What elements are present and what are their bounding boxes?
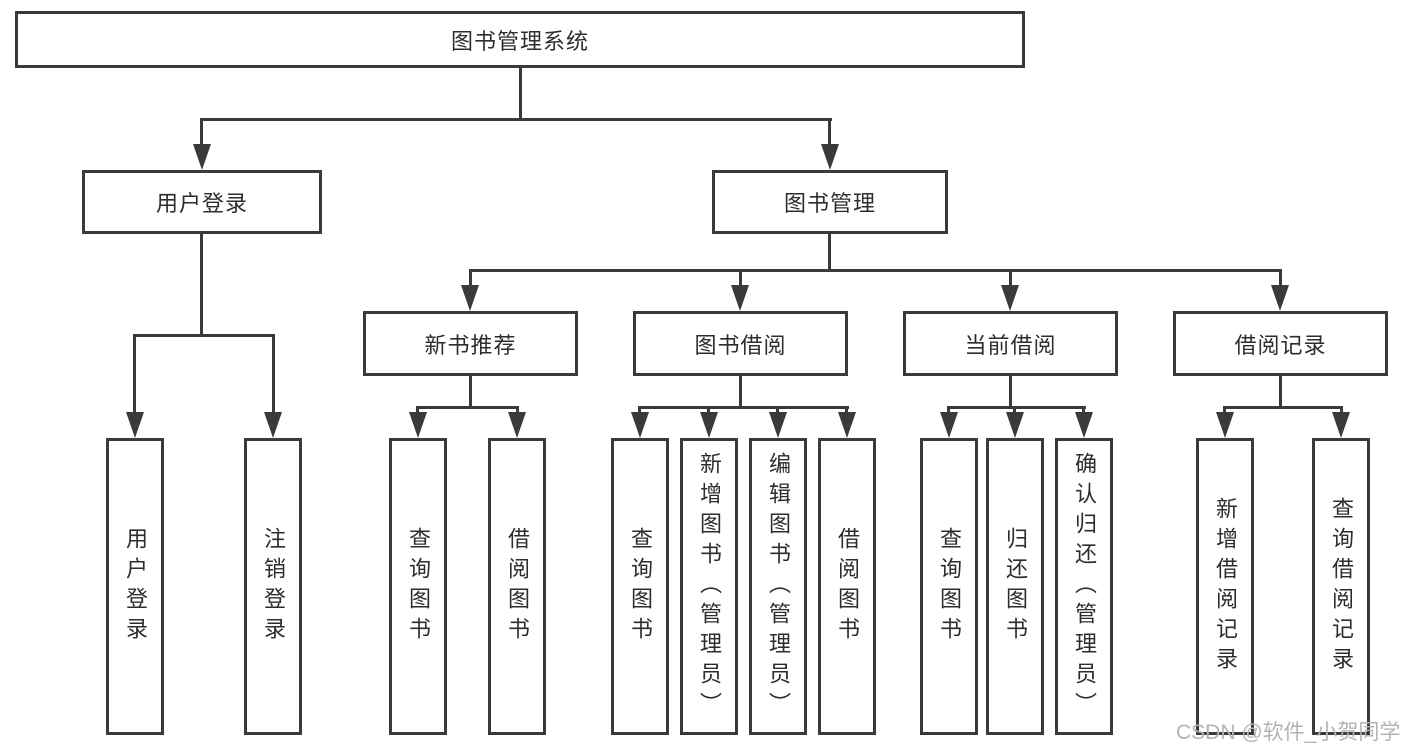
node-library-management-system: 图书管理系统 bbox=[15, 11, 1025, 68]
connector-user-login-stem bbox=[200, 234, 203, 336]
leaf-borrow-books: 借阅图书 bbox=[818, 438, 876, 735]
leaf-query-books-recommend: 查询图书 bbox=[389, 438, 447, 735]
connector-to-borrow-records bbox=[1279, 269, 1282, 289]
csdn-watermark: CSDN @软件_小贺同学 bbox=[1176, 721, 1401, 744]
leaf-logout: 注销登录 bbox=[244, 438, 302, 735]
leaf-add-books-admin: 新增图书（管理员） bbox=[680, 438, 738, 735]
arrowhead-current-borrow bbox=[1001, 285, 1019, 311]
connector-root-to-user-login bbox=[200, 118, 203, 146]
connector-current-borrow-drop-3 bbox=[1082, 406, 1085, 416]
leaf-confirm-return-admin: 确认归还（管理员） bbox=[1055, 438, 1113, 735]
connector-book-borrow-drop-4 bbox=[845, 406, 848, 416]
connector-root-to-book-management bbox=[828, 118, 831, 146]
arrowhead-leaf-logout bbox=[264, 412, 282, 438]
arrowhead-borrow-records bbox=[1271, 285, 1289, 311]
connector-new-book-rail bbox=[416, 406, 519, 409]
connector-book-borrow-drop-3 bbox=[776, 406, 779, 416]
node-current-borrowing: 当前借阅 bbox=[903, 311, 1118, 376]
arrowhead-edit-books-admin bbox=[769, 412, 787, 438]
connector-book-borrow-drop-1 bbox=[638, 406, 641, 416]
arrowhead-return-books bbox=[1006, 412, 1024, 438]
connector-new-book-stem bbox=[469, 376, 472, 408]
connector-to-new-book bbox=[469, 269, 472, 289]
node-book-management: 图书管理 bbox=[712, 170, 948, 234]
node-book-borrowing: 图书借阅 bbox=[633, 311, 848, 376]
arrowhead-new-book bbox=[461, 285, 479, 311]
leaf-edit-books-admin: 编辑图书（管理员） bbox=[749, 438, 807, 735]
arrowhead-borrow-books bbox=[838, 412, 856, 438]
connector-user-login-rail bbox=[133, 334, 275, 337]
connector-root-rail bbox=[200, 118, 832, 121]
connector-borrow-records-drop-1 bbox=[1223, 406, 1226, 416]
leaf-query-books-borrow: 查询图书 bbox=[611, 438, 669, 735]
connector-borrow-records-drop-2 bbox=[1340, 406, 1343, 416]
leaf-user-login: 用户登录 bbox=[106, 438, 164, 735]
arrowhead-borrow-books-recommend bbox=[508, 412, 526, 438]
connector-root-stem bbox=[519, 68, 522, 119]
node-borrowing-records: 借阅记录 bbox=[1173, 311, 1388, 376]
connector-to-current-borrow bbox=[1009, 269, 1012, 289]
connector-to-leaf-user-login bbox=[133, 334, 136, 413]
arrowhead-leaf-user-login bbox=[126, 412, 144, 438]
connector-book-borrow-drop-2 bbox=[707, 406, 710, 416]
connector-book-management-rail bbox=[469, 269, 1282, 272]
arrowhead-query-books-current bbox=[940, 412, 958, 438]
connector-book-borrow-rail bbox=[638, 406, 849, 409]
connector-to-leaf-logout bbox=[272, 334, 275, 413]
arrowhead-user-login bbox=[193, 144, 211, 170]
arrowhead-query-books-borrow bbox=[631, 412, 649, 438]
connector-book-borrow-stem bbox=[739, 376, 742, 408]
arrowhead-query-borrow-record bbox=[1332, 412, 1350, 438]
leaf-add-borrow-record: 新增借阅记录 bbox=[1196, 438, 1254, 735]
connector-book-management-stem bbox=[828, 234, 831, 271]
leaf-query-borrow-record: 查询借阅记录 bbox=[1312, 438, 1370, 735]
connector-new-book-drop-2 bbox=[516, 406, 519, 416]
arrowhead-add-books-admin bbox=[700, 412, 718, 438]
node-user-login: 用户登录 bbox=[82, 170, 322, 234]
connector-new-book-drop-1 bbox=[416, 406, 419, 416]
leaf-query-books-current: 查询图书 bbox=[920, 438, 978, 735]
arrowhead-query-books-recommend bbox=[409, 412, 427, 438]
leaf-return-books: 归还图书 bbox=[986, 438, 1044, 735]
connector-current-borrow-drop-1 bbox=[947, 406, 950, 416]
connector-current-borrow-rail bbox=[947, 406, 1086, 409]
leaf-borrow-books-recommend: 借阅图书 bbox=[488, 438, 546, 735]
connector-to-book-borrow bbox=[739, 269, 742, 289]
arrowhead-book-management bbox=[821, 144, 839, 170]
arrowhead-book-borrow bbox=[731, 285, 749, 311]
node-new-book-recommendation: 新书推荐 bbox=[363, 311, 578, 376]
connector-current-borrow-drop-2 bbox=[1013, 406, 1016, 416]
connector-borrow-records-rail bbox=[1223, 406, 1343, 409]
arrowhead-confirm-return-admin bbox=[1075, 412, 1093, 438]
connector-current-borrow-stem bbox=[1009, 376, 1012, 408]
connector-borrow-records-stem bbox=[1279, 376, 1282, 408]
arrowhead-add-borrow-record bbox=[1216, 412, 1234, 438]
